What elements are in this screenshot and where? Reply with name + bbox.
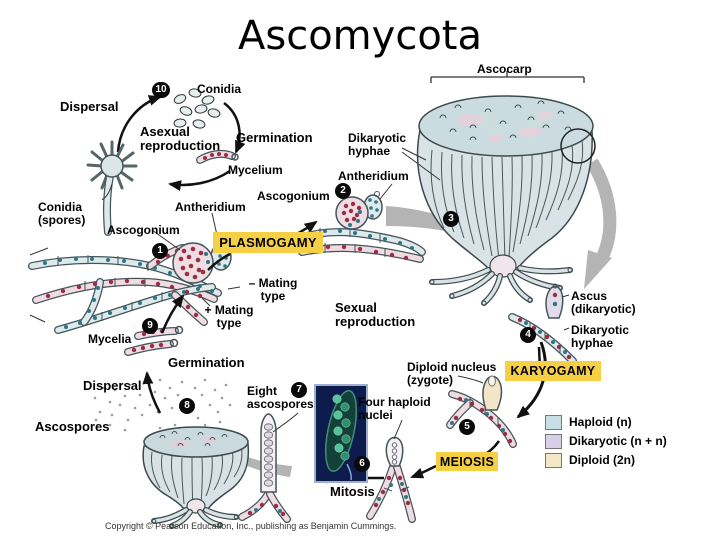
step-badge-1: 1 [152,243,168,259]
karyogamy-label: KARYOGAMY [505,361,601,381]
label-asexual-reproduction: Asexual reproduction [140,124,221,153]
label-eight-ascospores: Eight ascospores [247,384,314,411]
label-diploid-nucleus: Diploid nucleus (zygote) [407,360,497,387]
ball-to-plasmogamy-curve [207,252,231,271]
legend-swatch-diploid [545,452,562,468]
step-badge-10: 10 [152,82,170,98]
ascocarp-bracket [430,71,585,83]
label-mycelium: Mycelium [228,163,283,177]
germination-arrow-top [223,102,246,154]
step-badge-9: 9 [142,318,158,334]
magnifier-circle [560,128,596,164]
label-germination-top: Germination [236,130,313,145]
legend-label-haploid: Haploid (n) [569,415,632,429]
label-plus-mating-type: + Mating type [204,303,254,330]
step-badge-6: 6 [354,456,370,472]
legend-item-haploid: Haploid (n) [545,414,667,430]
label-minus-mating-type: – Mating type [248,276,298,303]
dispersal-arrow-bottom [142,371,162,414]
label-germination-bottom: Germination [168,355,245,370]
label-dispersal-bottom: Dispersal [83,378,142,393]
label-ascogonium-mid: Ascogonium [257,189,330,203]
legend-item-dikaryotic: Dikaryotic (n + n) [545,433,667,449]
legend-label-diploid: Diploid (2n) [569,453,635,467]
step-badge-3: 3 [443,211,459,227]
step9-arrow [160,294,185,334]
label-conidia: Conidia [197,82,241,96]
minus-mating-pointer [227,286,241,290]
label-dikaryotic-hyphae-top: Dikaryotic hyphae [348,131,407,158]
label-conidia-spores: Conidia (spores) [38,200,86,227]
step-badge-7: 7 [291,382,307,398]
eight-ascospores-ascus [238,412,299,523]
label-dikaryotic-hyphae-right: Dikaryotic hyphae [571,323,630,350]
big-ascocarp-illustration [416,95,596,306]
page-title: Ascomycota [238,13,482,59]
step-badge-8: 8 [179,398,195,414]
label-mycelia: Mycelia [88,332,132,346]
legend-swatch-haploid [545,414,562,430]
copyright-text: Copyright © Pearson Education, Inc., pub… [105,521,397,531]
four-haploid-nuclei-ascus [366,419,416,523]
conidiophore-illustration [86,140,138,236]
ascospore-spray-dots [93,378,232,432]
label-dispersal-top: Dispersal [60,99,119,114]
diploid-zygote-hypha [446,375,517,458]
label-ascus-dikaryotic: Ascus (dikaryotic) [571,289,636,316]
gray-arrow-ascocarp-to-ascus [584,158,617,289]
arrow-to-conidiophore [168,169,231,192]
label-ascogonium-left: Ascogonium [107,223,180,237]
dispersal-arrow-top [116,95,162,153]
label-sexual-reproduction: Sexual reproduction [335,300,416,329]
legend-label-dikaryotic: Dikaryotic (n + n) [569,434,667,448]
meiosis-label: MEIOSIS [436,452,498,471]
mycelium-germling [196,149,239,164]
label-ascospores: Ascospores [35,419,110,434]
label-mitosis: Mitosis [330,484,375,499]
meiosis-flow-arrow [410,464,437,479]
plus-mating-pointer [201,297,211,307]
step-badge-2: 2 [335,183,351,199]
label-antheridium-mid: Antheridium [338,169,409,183]
dikaryotic-hypha-with-ascus [508,283,577,365]
legend: Haploid (n) Dikaryotic (n + n) Diploid (… [545,414,667,472]
step-badge-4: 4 [520,327,536,343]
step-badge-5: 5 [459,419,475,435]
label-four-haploid-nuclei: Four haploid nuclei [358,395,431,422]
legend-swatch-dikaryotic [545,433,562,449]
conidia-spores-cluster [173,88,221,129]
small-ascocarp-illustration [142,426,250,529]
label-antheridium-left: Antheridium [175,200,246,214]
dikaryotic-hyphae-pointers [401,147,441,181]
plasmogamy-label: PLASMOGAMY [213,232,323,253]
label-ascocarp: Ascocarp [477,62,532,76]
legend-item-diploid: Diploid (2n) [545,452,667,468]
